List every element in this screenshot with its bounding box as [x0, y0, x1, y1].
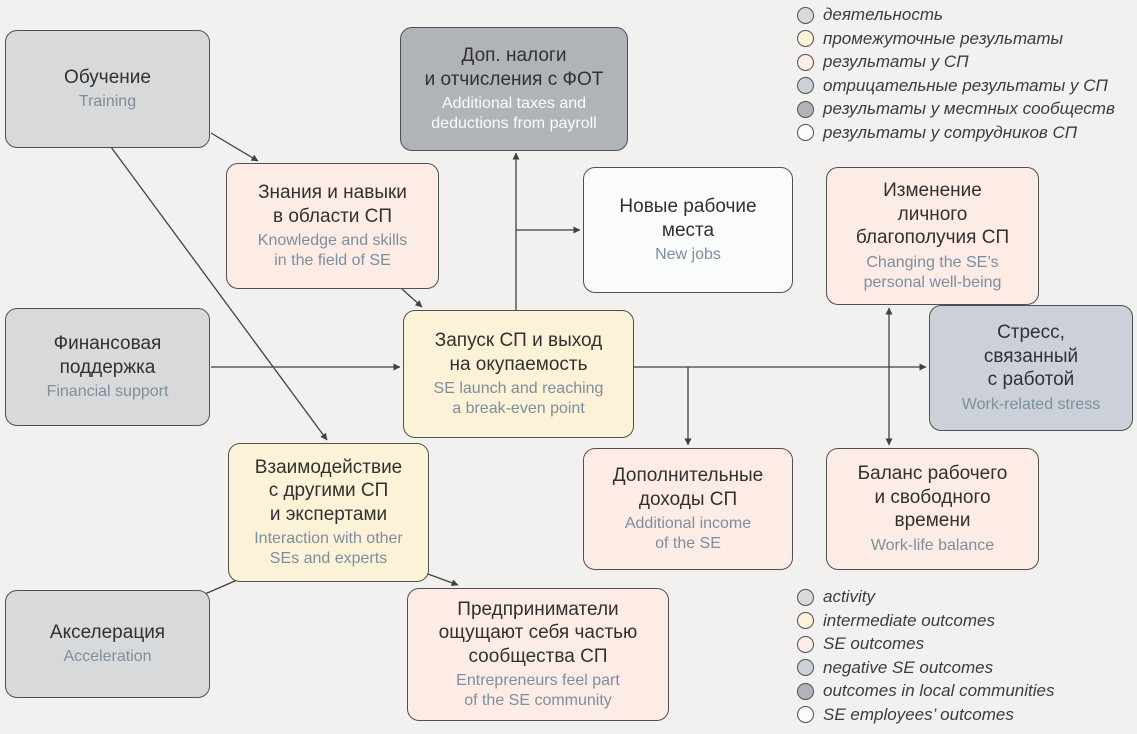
- legend-english: activity intermediate outcomes SE outcom…: [797, 587, 1055, 729]
- arrow-knowledge-launch: [401, 288, 423, 308]
- legend-item-intermediate: intermediate outcomes: [797, 610, 1054, 630]
- legend-label: activity: [823, 587, 875, 606]
- node-title: Акселерация: [49, 621, 166, 643]
- node-title: Дополнительные доходы СП: [612, 465, 764, 510]
- employee-outcome-swatch-icon: [797, 706, 814, 723]
- legend-russian: деятельность промежуточные результаты ре…: [797, 5, 1115, 147]
- community-outcome-swatch-icon: [797, 682, 814, 700]
- node-subtitle: Financial support: [46, 383, 169, 401]
- se-outcome-swatch-icon: [797, 53, 814, 71]
- node-training: Обучение Training: [5, 30, 210, 148]
- legend-item-intermediate: промежуточные результаты: [797, 28, 1115, 48]
- node-acceleration: Акселерация Acceleration: [5, 590, 210, 698]
- node-subtitle: Interaction with other SEs and experts: [254, 530, 403, 568]
- node-title: Новые рабочие места: [619, 196, 757, 241]
- node-title: Обучение: [64, 66, 151, 88]
- negative-se-outcome-swatch-icon: [797, 77, 814, 94]
- node-subtitle: Work-related stress: [961, 395, 1101, 413]
- node-work-life-balance: Баланс рабочего и свободного времени Wor…: [826, 448, 1039, 570]
- legend-label: SE outcomes: [823, 634, 925, 653]
- node-se-launch: Запуск СП и выход на окупаемость SE laun…: [403, 310, 634, 438]
- legend-item-negative-se-outcome: negative SE outcomes: [797, 657, 1054, 677]
- node-subtitle: Training: [78, 93, 137, 111]
- node-subtitle: Additional income of the SE: [624, 515, 752, 553]
- legend-item-se-outcome: SE outcomes: [797, 634, 1054, 653]
- legend-label: промежуточные результаты: [823, 28, 1064, 48]
- legend-item-employee-outcome: SE employees’ outcomes: [797, 704, 1054, 724]
- node-subtitle: Acceleration: [63, 648, 152, 666]
- node-title: Знания и навыки в области СП: [258, 182, 407, 227]
- negative-se-outcome-swatch-icon: [797, 659, 814, 676]
- legend-label: деятельность: [823, 5, 943, 24]
- legend-label: результаты у сотрудников СП: [823, 122, 1078, 142]
- arrow-training-interaction: [110, 146, 328, 441]
- legend-item-activity: activity: [797, 587, 1054, 606]
- node-subtitle: New jobs: [655, 246, 721, 264]
- legend-item-community-outcome: outcomes in local communities: [797, 681, 1055, 700]
- arrow-training-knowledge: [210, 132, 259, 162]
- node-new-jobs: Новые рабочие места New jobs: [583, 167, 793, 293]
- node-interaction: Взаимодействие с другими СП и экспертами…: [228, 443, 429, 582]
- node-payroll-taxes: Доп. налоги и отчисления с ФОТ Additiona…: [400, 27, 628, 151]
- node-title: Изменение личного благополучия СП: [855, 180, 1010, 249]
- node-subtitle: Additional taxes and deductions from pay…: [431, 95, 597, 133]
- node-title: Стресс, связанный с работой: [983, 322, 1079, 391]
- node-community-feeling: Предприниматели ощущают себя частью сооб…: [407, 588, 669, 721]
- se-outcome-swatch-icon: [797, 635, 814, 653]
- legend-item-se-outcome: результаты у СП: [797, 52, 1115, 71]
- legend-label: SE employees’ outcomes: [823, 704, 1014, 724]
- node-subtitle: SE launch and reaching a break-even poin…: [433, 380, 604, 418]
- legend-item-employee-outcome: результаты у сотрудников СП: [797, 122, 1115, 142]
- activity-swatch-icon: [797, 588, 814, 606]
- node-work-stress: Стресс, связанный с работой Work-related…: [929, 305, 1133, 431]
- legend-label: отрицательные результаты у СП: [823, 75, 1108, 95]
- node-knowledge: Знания и навыки в области СП Knowledge a…: [226, 163, 439, 289]
- node-subtitle: Work-life balance: [870, 536, 995, 554]
- node-additional-income: Дополнительные доходы СП Additional inco…: [583, 448, 793, 570]
- node-title: Взаимодействие с другими СП и экспертами: [254, 456, 403, 525]
- node-subtitle: Entrepreneurs feel part of the SE commun…: [456, 672, 620, 710]
- community-outcome-swatch-icon: [797, 100, 814, 118]
- node-title: Баланс рабочего и свободного времени: [857, 463, 1008, 532]
- node-personal-well-being: Изменение личного благополучия СП Changi…: [826, 167, 1039, 305]
- legend-label: результаты у СП: [823, 52, 969, 71]
- node-title: Запуск СП и выход на окупаемость: [434, 330, 603, 375]
- legend-item-activity: деятельность: [797, 5, 1115, 24]
- node-title: Финансовая поддержка: [53, 333, 162, 378]
- node-subtitle: Changing the SE’s personal well-being: [863, 253, 1002, 291]
- node-title: Доп. налоги и отчисления с ФОТ: [424, 45, 604, 90]
- node-financial-support: Финансовая поддержка Financial support: [5, 308, 210, 426]
- legend-label: результаты у местных сообществ: [823, 99, 1115, 118]
- legend-label: intermediate outcomes: [823, 610, 995, 630]
- legend-item-negative-se-outcome: отрицательные результаты у СП: [797, 75, 1115, 95]
- node-title: Предприниматели ощущают себя частью сооб…: [438, 598, 638, 667]
- legend-item-community-outcome: результаты у местных сообществ: [797, 99, 1115, 118]
- activity-swatch-icon: [797, 6, 814, 24]
- legend-label: outcomes in local communities: [823, 681, 1055, 700]
- employee-outcome-swatch-icon: [797, 124, 814, 141]
- legend-label: negative SE outcomes: [823, 657, 994, 677]
- node-subtitle: Knowledge and skills in the field of SE: [257, 232, 408, 270]
- intermediate-swatch-icon: [797, 612, 814, 629]
- intermediate-swatch-icon: [797, 30, 814, 47]
